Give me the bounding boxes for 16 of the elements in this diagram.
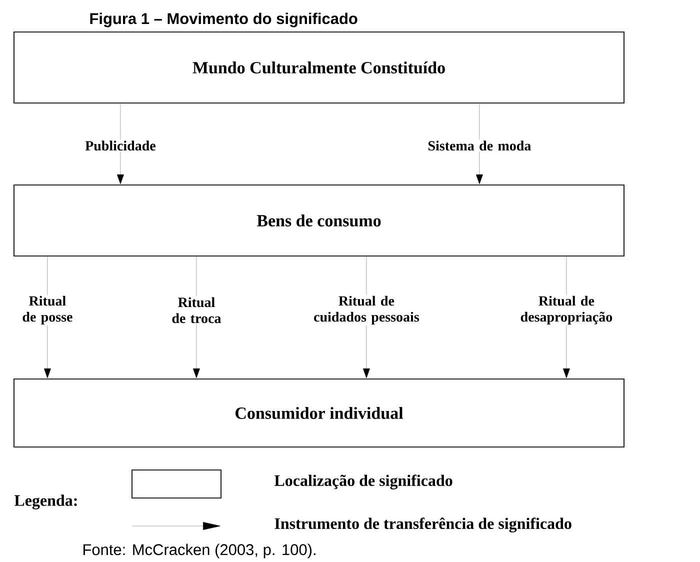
source-note: Fonte: McCracken (2003, p. 100). xyxy=(83,544,316,558)
edge-label: Ritual de posse xyxy=(22,296,72,325)
location-box: Mundo Culturalmente Constituído xyxy=(13,31,625,104)
edge-label: Sistema de moda xyxy=(428,140,531,151)
legend-text: Localização de significado xyxy=(274,474,452,490)
edge-label: Ritual de cuidados pessoais xyxy=(314,296,420,325)
edge-label: Publicidade xyxy=(85,140,156,151)
figure-title: Figura 1 – Movimento do significado xyxy=(90,12,358,28)
legend-text: Instrumento de transferência de significado xyxy=(274,518,572,532)
arrow xyxy=(476,103,483,184)
location-box: Consumidor individual xyxy=(13,378,625,448)
arrow xyxy=(116,103,124,184)
legend-heading: Legenda: xyxy=(14,494,77,510)
edge-label: Ritual de desapropriação xyxy=(520,296,612,325)
location-box: Bens de consumo xyxy=(13,184,625,257)
edge-label: Ritual de troca xyxy=(172,297,221,324)
